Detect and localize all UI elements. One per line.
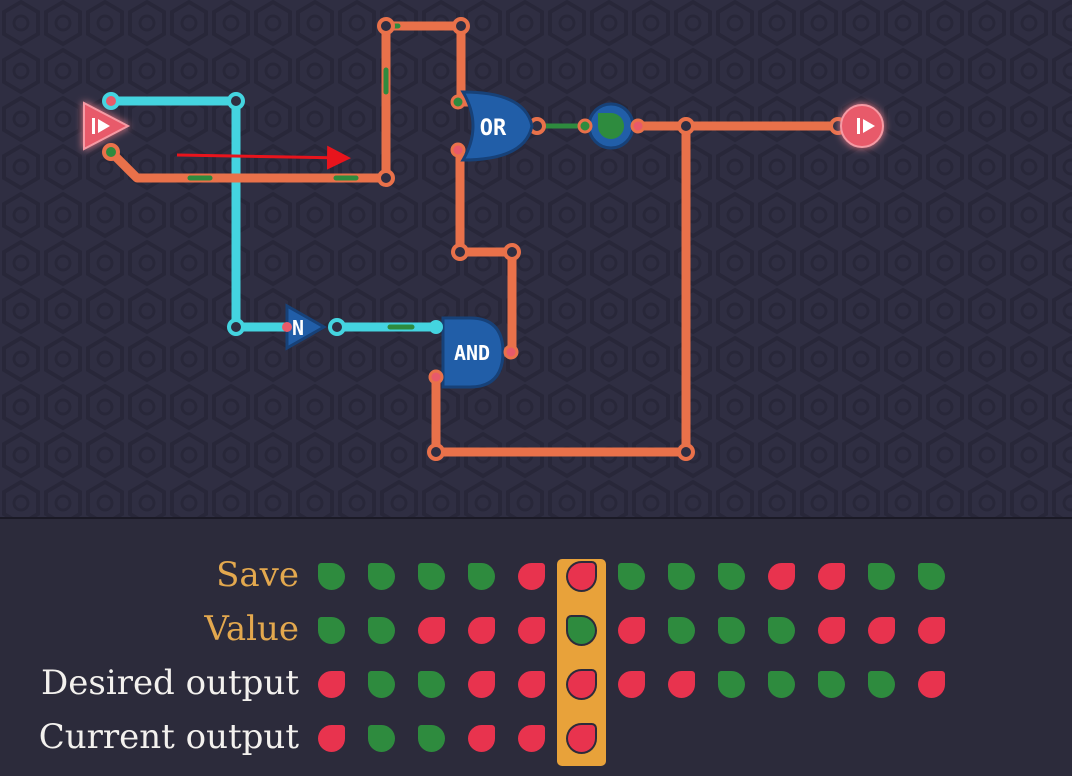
signal-cell xyxy=(568,617,595,644)
signal-cell xyxy=(468,563,495,590)
signal-cell xyxy=(468,671,495,698)
junction-nodes xyxy=(102,17,847,461)
not-gate[interactable]: N xyxy=(282,303,328,351)
signal-cell xyxy=(868,671,895,698)
memory-state-icon xyxy=(598,113,624,139)
annotation-arrow xyxy=(176,145,351,170)
signal-cell xyxy=(768,671,795,698)
row-label-save: Save xyxy=(216,555,299,595)
signal-cell xyxy=(368,725,395,752)
row-label-current-output: Current output xyxy=(38,717,299,757)
or-gate-label: OR xyxy=(480,116,507,141)
signal-cell xyxy=(568,725,595,752)
signal-cell xyxy=(768,563,795,590)
signal-cell xyxy=(318,617,345,644)
signal-cell xyxy=(618,671,645,698)
signal-cell xyxy=(918,617,945,644)
signal-cell xyxy=(918,563,945,590)
panel-divider xyxy=(0,517,1072,519)
signal-cell xyxy=(768,617,795,644)
signal-cell xyxy=(468,617,495,644)
input-node[interactable] xyxy=(83,101,131,151)
row-label-value: Value xyxy=(204,609,299,649)
wire-input-to-not xyxy=(106,96,292,332)
and-gate[interactable]: AND xyxy=(428,316,519,389)
circuit-canvas: OR N AND xyxy=(0,0,1072,517)
play-output-icon xyxy=(840,104,884,148)
signal-cell xyxy=(318,725,345,752)
signal-cell xyxy=(368,617,395,644)
signal-cell xyxy=(868,563,895,590)
signal-cell xyxy=(368,671,395,698)
signal-cell xyxy=(368,563,395,590)
hex-background xyxy=(0,0,1072,517)
signal-cell xyxy=(518,563,545,590)
signal-cell xyxy=(668,617,695,644)
signal-cell xyxy=(418,563,445,590)
not-gate-label: N xyxy=(292,316,304,340)
signal-cell xyxy=(918,671,945,698)
signal-cell xyxy=(418,725,445,752)
or-gate-icon xyxy=(460,90,534,162)
signal-cell xyxy=(568,563,595,590)
wire-feedback-loop xyxy=(431,121,691,457)
signal-cell xyxy=(568,671,595,698)
signal-cell xyxy=(668,563,695,590)
row-label-desired-output: Desired output xyxy=(40,663,299,703)
signal-cell xyxy=(418,671,445,698)
signal-cell xyxy=(818,563,845,590)
signal-cell xyxy=(818,617,845,644)
signal-cell xyxy=(718,671,745,698)
signal-cell xyxy=(518,671,545,698)
signal-cell xyxy=(868,617,895,644)
signal-cell xyxy=(668,671,695,698)
signal-cell xyxy=(718,563,745,590)
signal-cell xyxy=(718,617,745,644)
signal-cell xyxy=(618,563,645,590)
signal-cell xyxy=(418,617,445,644)
and-gate-icon xyxy=(441,316,505,389)
signal-cell xyxy=(618,617,645,644)
signal-cell xyxy=(318,563,345,590)
signal-cell xyxy=(818,671,845,698)
truth-table-panel: Save Value Desired output Current output xyxy=(0,519,1072,776)
and-gate-label: AND xyxy=(454,341,490,365)
signal-cell xyxy=(518,617,545,644)
output-node[interactable] xyxy=(840,104,884,148)
signal-cell xyxy=(318,671,345,698)
signal-cell xyxy=(518,725,545,752)
signal-cell xyxy=(468,725,495,752)
circuit-board: OR N AND xyxy=(0,0,1072,517)
memory-node[interactable] xyxy=(577,102,646,150)
or-gate[interactable]: OR xyxy=(450,90,534,162)
